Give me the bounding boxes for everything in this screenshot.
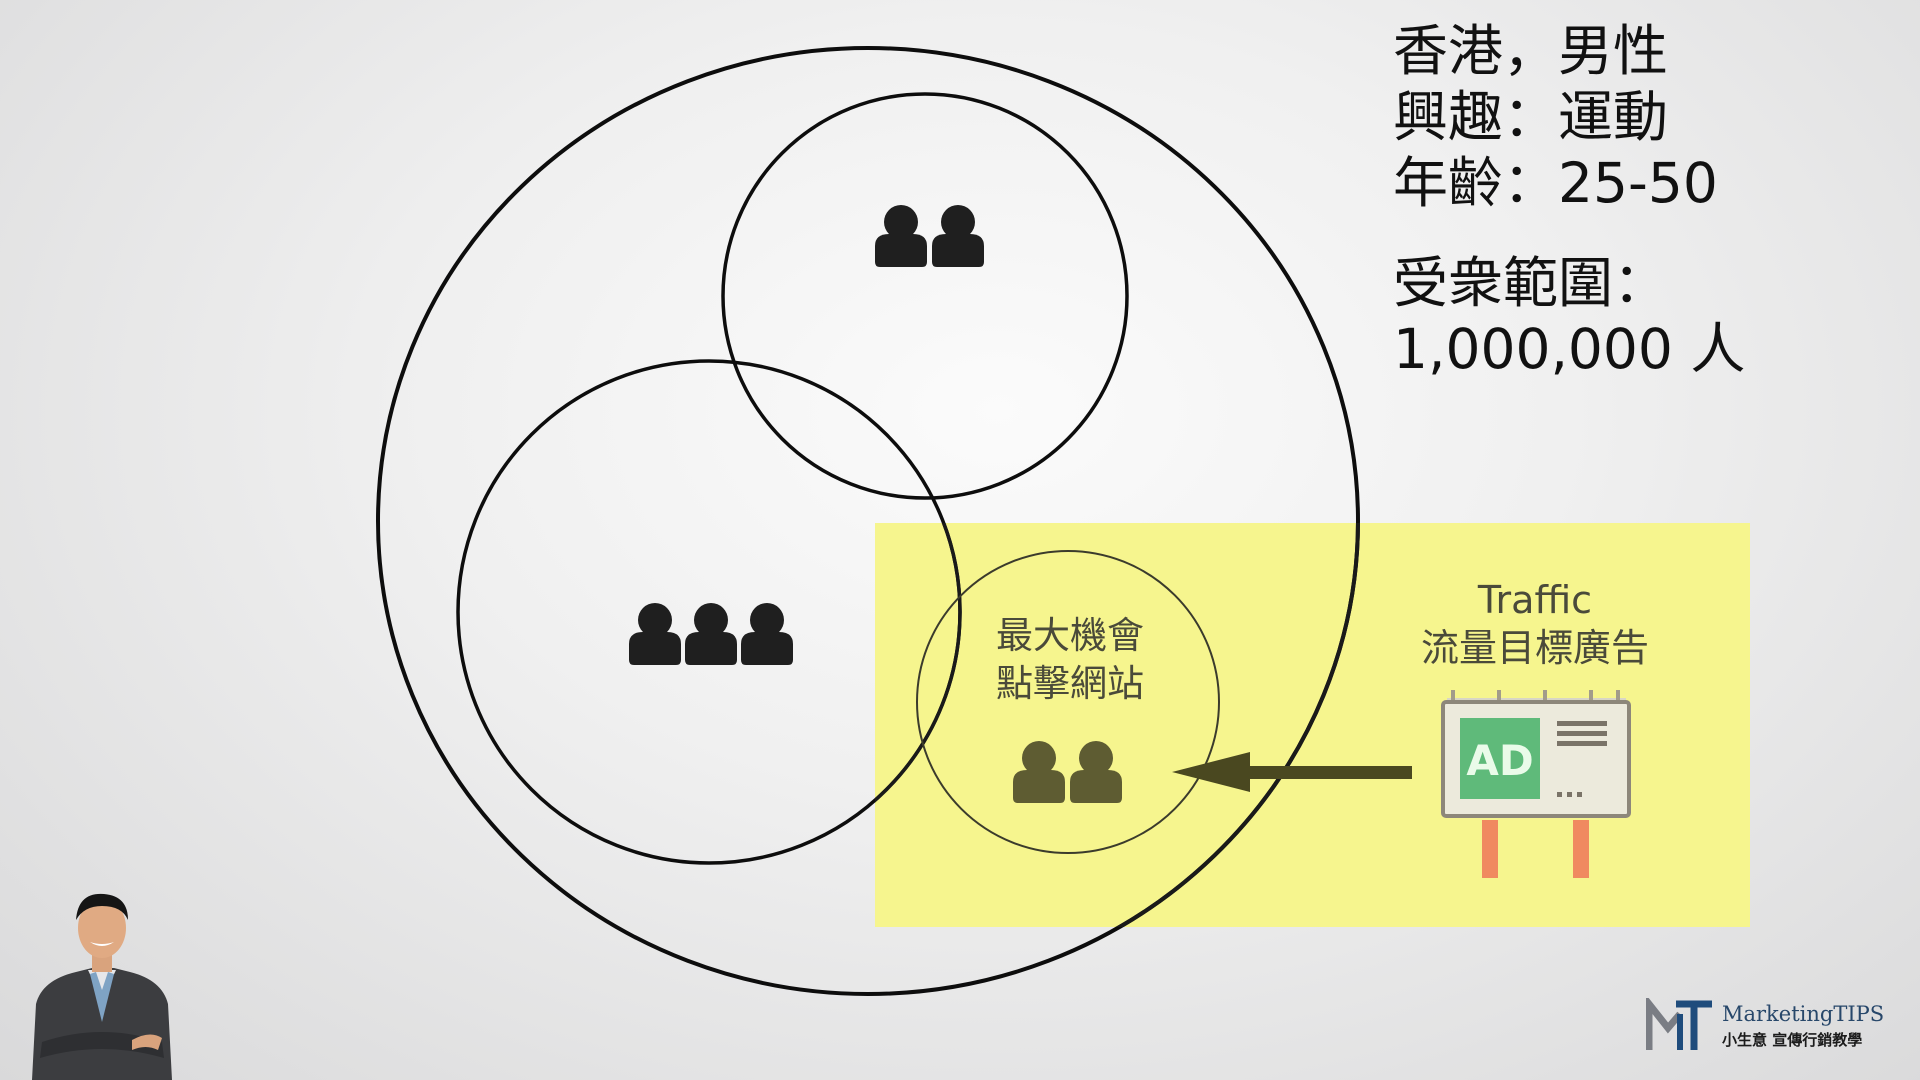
mt-logo-icon: [1646, 998, 1712, 1050]
logo-brand-part2: TIPS: [1833, 1002, 1885, 1026]
billboard-ad-text: AD: [1466, 736, 1533, 785]
location-gender-text: 香港，男性: [1393, 19, 1669, 83]
age-text: 年齡：25-50: [1393, 151, 1718, 215]
center-label-line2: 點擊網站: [996, 662, 1144, 705]
marketing-tips-logo: MarketingTIPS 小生意 宣傳行銷教學: [1646, 998, 1896, 1058]
reach-label: 受衆範圍：: [1393, 251, 1669, 315]
click-opportunity-circle: [916, 550, 1220, 854]
traffic-ad-label: Traffic 流量目標廣告: [1370, 576, 1700, 672]
logo-tagline: 小生意 宣傳行銷教學: [1722, 1031, 1863, 1049]
center-opportunity-label: 最大機會 點擊網站: [935, 612, 1205, 708]
outer-audience-circle: [376, 46, 1360, 996]
interest-text: 興趣：運動: [1393, 85, 1669, 149]
top-interest-circle: [721, 92, 1129, 500]
traffic-subtitle: 流量目標廣告: [1420, 626, 1649, 670]
logo-brand: MarketingTIPS: [1722, 1001, 1884, 1026]
billboard-icon: AD: [1441, 690, 1631, 878]
people-icon-top: [875, 205, 984, 267]
targeting-info: 香港，男性 興趣：運動 年齡：25-50 受衆範圍： 1,000,000 人: [1393, 18, 1745, 382]
reach-value: 1,000,000 人: [1393, 317, 1746, 381]
logo-brand-part1: Marketing: [1722, 1002, 1834, 1026]
people-icon-left: [629, 603, 793, 665]
traffic-arrow: [1172, 752, 1412, 792]
traffic-title: Traffic: [1477, 578, 1593, 622]
presenter-avatar: [32, 893, 172, 1080]
center-label-line1: 最大機會: [996, 614, 1144, 657]
